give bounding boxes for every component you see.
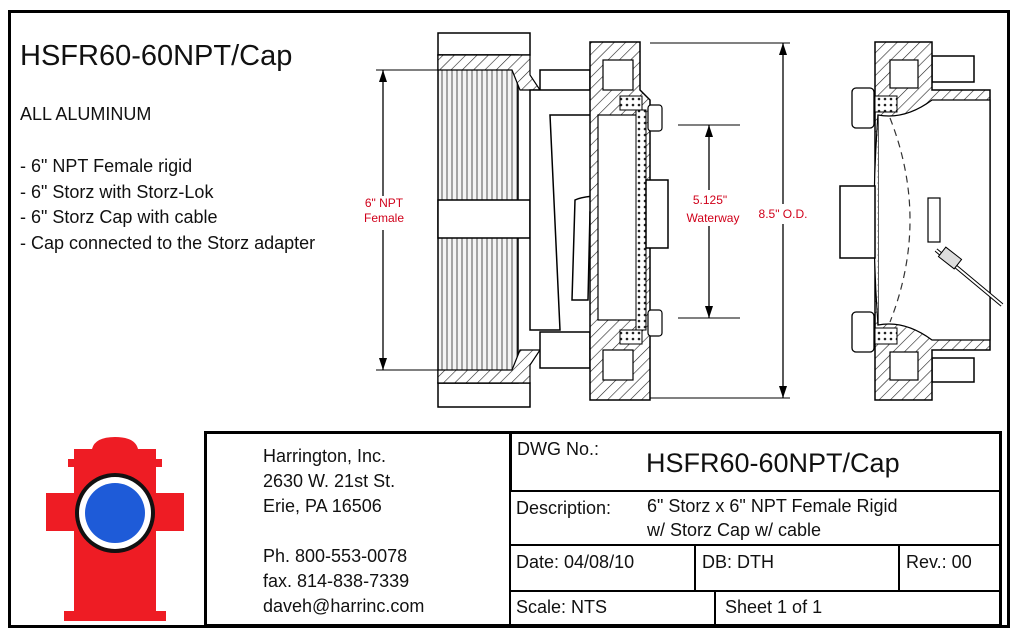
waterway-dimension: 5.125" Waterway [678, 124, 740, 319]
material-note: ALL ALUMINUM [20, 104, 152, 124]
npt-dimension-label: 6" NPT [365, 196, 404, 210]
waterway-label: 5.125" [693, 193, 727, 207]
date-value: Date: 04/08/10 [516, 552, 635, 572]
drawing-title: HSFR60-60NPT/Cap [20, 40, 293, 72]
company-city: Erie, PA 16506 [263, 496, 382, 516]
date-cell: Date: 04/08/10 [509, 544, 696, 592]
scale-value: Scale: NTS [516, 597, 608, 617]
company-address: Harrington, Inc. 2630 W. 21st St. Erie, … [263, 444, 395, 519]
rev-value: Rev.: 00 [906, 552, 972, 572]
feature-notes: - 6" NPT Female rigid - 6" Storz with St… [20, 154, 315, 256]
note-item: - 6" Storz with Storz-Lok [20, 181, 214, 202]
db-value: DB: DTH [702, 552, 774, 572]
hydrant-logo [46, 437, 184, 621]
technical-drawing: 6" NPT Female 5.125" Waterway 8.5" O.D. [356, 32, 1004, 408]
waterway-label: Waterway [687, 211, 740, 225]
db-cell: DB: DTH [694, 544, 900, 592]
od-label: 8.5" O.D. [759, 207, 808, 221]
npt-dimension: 6" NPT Female [356, 69, 438, 371]
company-street: 2630 W. 21st St. [263, 471, 396, 491]
npt-female-body [437, 32, 542, 408]
company-contact: Ph. 800-553-0078 fax. 814-838-7339 daveh… [263, 544, 424, 619]
note-item: - Cap connected to the Storz adapter [20, 232, 316, 253]
rev-cell: Rev.: 00 [898, 544, 1002, 592]
sheet-value: Sheet 1 of 1 [725, 597, 823, 617]
email-link[interactable]: daveh@harrinc.com [263, 596, 425, 616]
description-line1: 6" Storz x 6" NPT Female Rigid [647, 496, 898, 516]
note-item: - 6" Storz Cap with cable [20, 207, 218, 227]
sheet-cell: Sheet 1 of 1 [714, 590, 1002, 627]
storz-cap [839, 41, 1004, 401]
description-cell: Description: 6" Storz x 6" NPT Female Ri… [509, 490, 1002, 546]
od-dimension: 8.5" O.D. [650, 42, 814, 399]
phone: Ph. 800-553-0078 [263, 546, 408, 566]
dwg-number-cell: DWG No.: HSFR60-60NPT/Cap [509, 431, 1002, 492]
storz-adapter [529, 41, 669, 401]
scale-cell: Scale: NTS [509, 590, 716, 627]
dwg-label: DWG No.: [517, 439, 600, 459]
note-item: - 6" NPT Female rigid [20, 156, 193, 176]
dwg-value: HSFR60-60NPT/Cap [646, 448, 900, 478]
company-name: Harrington, Inc. [263, 446, 387, 466]
description-line2: w/ Storz Cap w/ cable [647, 520, 822, 540]
npt-dimension-label: Female [364, 211, 404, 225]
fax: fax. 814-838-7339 [263, 571, 410, 591]
description-label: Description: [516, 498, 612, 518]
